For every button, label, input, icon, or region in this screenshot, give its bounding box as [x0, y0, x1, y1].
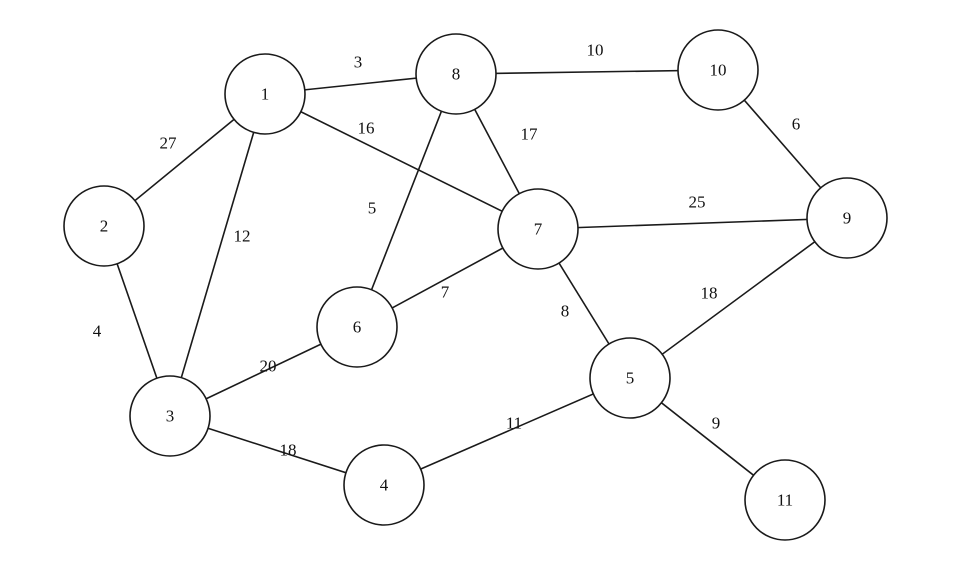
- node-circle: [129, 375, 211, 457]
- node-circle: [744, 459, 826, 541]
- node-circle: [677, 29, 759, 111]
- node-11: 11: [744, 459, 826, 541]
- node-label: 10: [710, 61, 727, 80]
- node-9: 9: [806, 177, 888, 259]
- edge-weight-label: 7: [441, 283, 450, 302]
- node-circle: [316, 286, 398, 368]
- edge-weight-label: 27: [160, 134, 178, 153]
- edge-weight-label: 20: [260, 357, 277, 376]
- node-label: 11: [777, 491, 793, 510]
- node-3: 3: [129, 375, 211, 457]
- node-circle: [589, 337, 671, 419]
- edge-8-10: [455, 69, 719, 75]
- node-2: 2: [63, 185, 145, 267]
- edge-weight-label: 12: [234, 227, 251, 246]
- edge-7-9: [537, 217, 848, 230]
- node-circle: [224, 53, 306, 135]
- node-8: 8: [415, 33, 497, 115]
- node-label: 2: [100, 217, 109, 236]
- node-1: 1: [224, 53, 306, 135]
- edge-1-7: [264, 93, 539, 230]
- edge-weight-label: 10: [587, 41, 604, 60]
- edge-weight-label: 5: [368, 199, 377, 218]
- edge-8-6: [356, 73, 457, 328]
- edge-weight-label: 25: [689, 193, 706, 212]
- node-circle: [343, 444, 425, 526]
- edge-weight-label: 4: [93, 322, 102, 341]
- node-label: 1: [261, 85, 270, 104]
- node-label: 6: [353, 318, 362, 337]
- edge-weight-label: 3: [354, 53, 363, 72]
- edge-weight-label: 18: [280, 441, 297, 460]
- edge-weight-label: 11: [506, 414, 522, 433]
- node-label: 8: [452, 65, 461, 84]
- node-circle: [497, 188, 579, 270]
- node-circle: [806, 177, 888, 259]
- node-4: 4: [343, 444, 425, 526]
- node-10: 10: [677, 29, 759, 111]
- node-circle: [415, 33, 497, 115]
- edge-weight-label: 8: [561, 302, 570, 321]
- edge-weight-label: 16: [358, 119, 375, 138]
- node-5: 5: [589, 337, 671, 419]
- node-label: 3: [166, 407, 175, 426]
- edge-5-9: [629, 217, 848, 379]
- node-label: 9: [843, 209, 852, 228]
- node-6: 6: [316, 286, 398, 368]
- node-label: 7: [534, 220, 543, 239]
- node-label: 4: [380, 476, 389, 495]
- edge-weight-label: 18: [701, 284, 718, 303]
- node-label: 5: [626, 369, 635, 388]
- edge-1-3: [169, 93, 266, 417]
- edge-weight-label: 17: [521, 125, 539, 144]
- edge-4-5: [383, 377, 631, 486]
- edges-layer: [103, 69, 848, 501]
- node-circle: [63, 185, 145, 267]
- edge-weight-label: 9: [712, 414, 721, 433]
- edge-weight-label: 6: [792, 115, 801, 134]
- node-7: 7: [497, 188, 579, 270]
